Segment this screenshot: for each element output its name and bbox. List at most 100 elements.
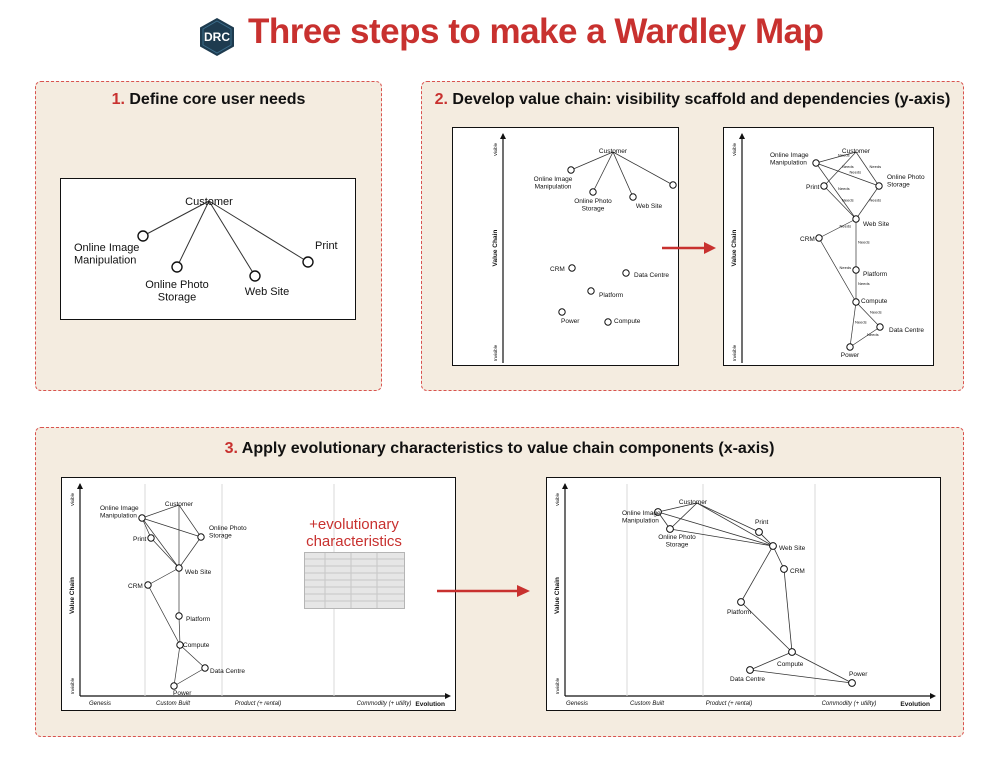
node-label-data-centre: Data Centre xyxy=(889,327,924,334)
node-power xyxy=(558,308,566,316)
step3-arrow xyxy=(437,585,530,597)
edge-line xyxy=(147,584,181,646)
step3-title-text: Apply evolutionary characteristics to va… xyxy=(241,440,775,457)
node-label-print: Print xyxy=(755,519,769,526)
edge-line xyxy=(179,644,206,669)
y-axis-top-label: Visible xyxy=(555,492,560,506)
node-power xyxy=(848,679,856,687)
edge-line xyxy=(855,301,881,328)
node-online-photo-storage xyxy=(666,525,674,533)
node-data-centre xyxy=(746,666,754,674)
step1-title: 1. Define core user needs xyxy=(36,91,381,109)
node-label-platform: Platform xyxy=(727,609,751,616)
svg-text:DRC: DRC xyxy=(204,30,230,44)
x-axis-label: Evolution xyxy=(415,701,445,708)
node-power xyxy=(846,343,854,351)
edge-line xyxy=(147,567,180,586)
edge-line xyxy=(657,511,774,547)
evolution-stage-product-rental: Product (+ rental) xyxy=(235,701,282,707)
node-online-image-manipulation xyxy=(654,508,662,516)
node-label-customer: Customer xyxy=(185,196,233,208)
edge-line xyxy=(815,162,857,220)
node-label-print: Print xyxy=(133,536,147,543)
node-label-data-centre: Data Centre xyxy=(730,676,765,683)
edge-label-needs: Needs xyxy=(842,164,854,169)
edge-line xyxy=(612,151,634,198)
node-crm xyxy=(815,234,823,242)
evolution-table-thumbnail-lines xyxy=(305,553,404,608)
node-label-customer: Customer xyxy=(842,148,871,155)
edge-line xyxy=(208,200,256,277)
evolution-stage-custom-built: Custom Built xyxy=(156,701,190,707)
edge-label-needs: Needs xyxy=(870,164,882,169)
step2-right-svg: Value ChainVisibleInvisibleNeedsNeedsNee… xyxy=(731,133,925,363)
x-axis-label: Evolution xyxy=(900,701,930,708)
edge-line xyxy=(178,615,181,646)
edge-line xyxy=(696,502,774,547)
page-title: Three steps to make a Wardley Map xyxy=(248,12,824,51)
node-web-site xyxy=(175,564,183,572)
edge-line xyxy=(749,651,793,671)
edge-line xyxy=(570,151,614,171)
node-crm xyxy=(780,565,788,573)
y-axis-bottom-label: Invisible xyxy=(70,677,75,694)
y-axis-label: Value Chain xyxy=(69,577,76,614)
node-print xyxy=(147,534,155,542)
node-label-power: Power xyxy=(841,352,860,359)
y-axis-label: Value Chain xyxy=(731,230,738,267)
node-platform xyxy=(587,287,595,295)
edge-line xyxy=(740,601,793,653)
evolution-stage-custom-built: Custom Built xyxy=(630,701,664,707)
y-axis-bottom-label: Invisible xyxy=(555,677,560,694)
step2-title: 2. Develop value chain: visibility scaff… xyxy=(422,91,963,109)
node-online-photo-storage xyxy=(197,533,205,541)
evolution-table-thumbnail xyxy=(304,552,405,609)
node-label-customer: Customer xyxy=(599,148,628,155)
edge-line xyxy=(818,237,857,303)
edge-line xyxy=(818,218,857,239)
edge-label-needs: Needs xyxy=(850,170,862,175)
evolution-stage-genesis: Genesis xyxy=(89,701,111,707)
edge-line xyxy=(849,301,857,348)
edge-line xyxy=(150,537,180,569)
node-online-photo-storage xyxy=(171,261,183,273)
edge-label-needs: Needs xyxy=(870,198,882,203)
edge-label-needs: Needs xyxy=(858,281,870,286)
node-online-photo-storage xyxy=(589,188,597,196)
edge-label-needs: Needs xyxy=(858,240,870,245)
node-label-print: Print xyxy=(806,184,820,191)
edge-line xyxy=(178,536,202,569)
node-label-customer: Customer xyxy=(165,501,194,508)
edge-line xyxy=(142,200,210,237)
node-compute xyxy=(852,298,860,306)
node-online-image-manipulation xyxy=(812,159,820,167)
node-label-web-site: Web Site xyxy=(779,545,806,552)
edge-line xyxy=(173,644,181,687)
node-label-crm: CRM xyxy=(128,583,143,590)
node-compute xyxy=(788,648,796,656)
node-data-centre xyxy=(201,664,209,672)
edge-label-needs: Needs xyxy=(838,153,850,158)
step2-arrow xyxy=(662,242,716,254)
node-platform xyxy=(175,612,183,620)
edge-line xyxy=(815,162,880,187)
edge-line xyxy=(176,200,210,268)
y-axis-top-label: Visible xyxy=(493,142,498,156)
edge-line xyxy=(783,568,793,653)
evolution-note: +evolutionary characteristics xyxy=(298,516,410,550)
node-label-web-site: Web Site xyxy=(636,203,663,210)
y-axis-top-label: Visible xyxy=(732,142,737,156)
edge-label-needs: Needs xyxy=(840,265,852,270)
node-web-site xyxy=(769,542,777,550)
node-label-power: Power xyxy=(849,671,868,678)
